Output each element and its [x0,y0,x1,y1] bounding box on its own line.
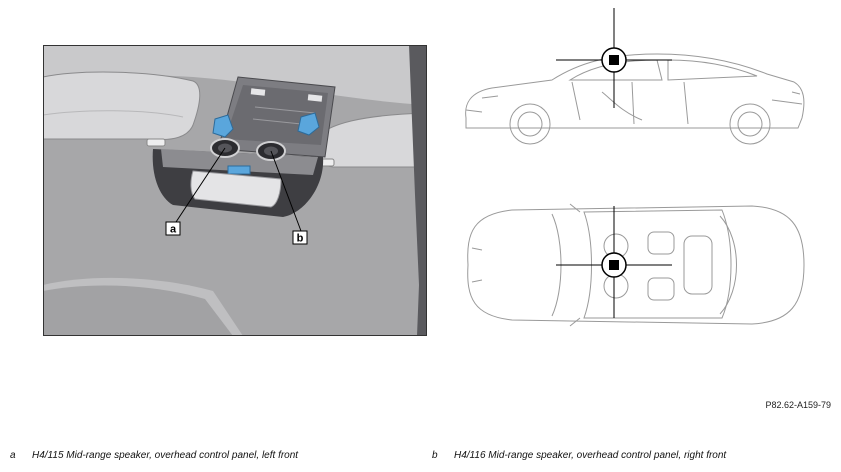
vehicle-line-art [465,8,805,327]
callout-letter-a: a [170,224,177,236]
overhead-panel-drawing: a b [43,45,427,336]
caption-b: b H4/116 Mid-range speaker, overhead cont… [432,450,726,461]
location-marker-top [556,206,672,318]
caption-a-letter: a [10,450,16,461]
mirror-glass [190,170,282,208]
caption-b-text: H4/116 Mid-range speaker, overhead contr… [454,450,727,461]
connector [227,165,251,175]
location-marker-side [556,8,672,108]
callout-box-b: b [292,230,308,245]
mounting-bracket-left [212,114,234,138]
vehicle-location-views [452,0,822,340]
a-pillar [409,45,427,336]
callout-letter-b: b [297,233,304,245]
mounting-bracket-right [297,112,320,136]
vehicle-side-view [465,53,805,145]
callout-box-a: a [165,221,181,236]
visor-clip-left [146,138,166,147]
caption-a: a H4/115 Mid-range speaker, overhead cont… [10,450,298,461]
figure-reference-number: P82.62-A159-79 [765,400,831,410]
leader-line-a [175,147,226,223]
caption-a-text: H4/115 Mid-range speaker, overhead contr… [32,450,299,461]
caption-b-letter: b [432,450,438,461]
leader-line-b [270,150,302,232]
left-sun-visor [43,71,201,140]
overhead-panel-illustration: a b [43,45,427,336]
vehicle-top-view [467,203,805,327]
